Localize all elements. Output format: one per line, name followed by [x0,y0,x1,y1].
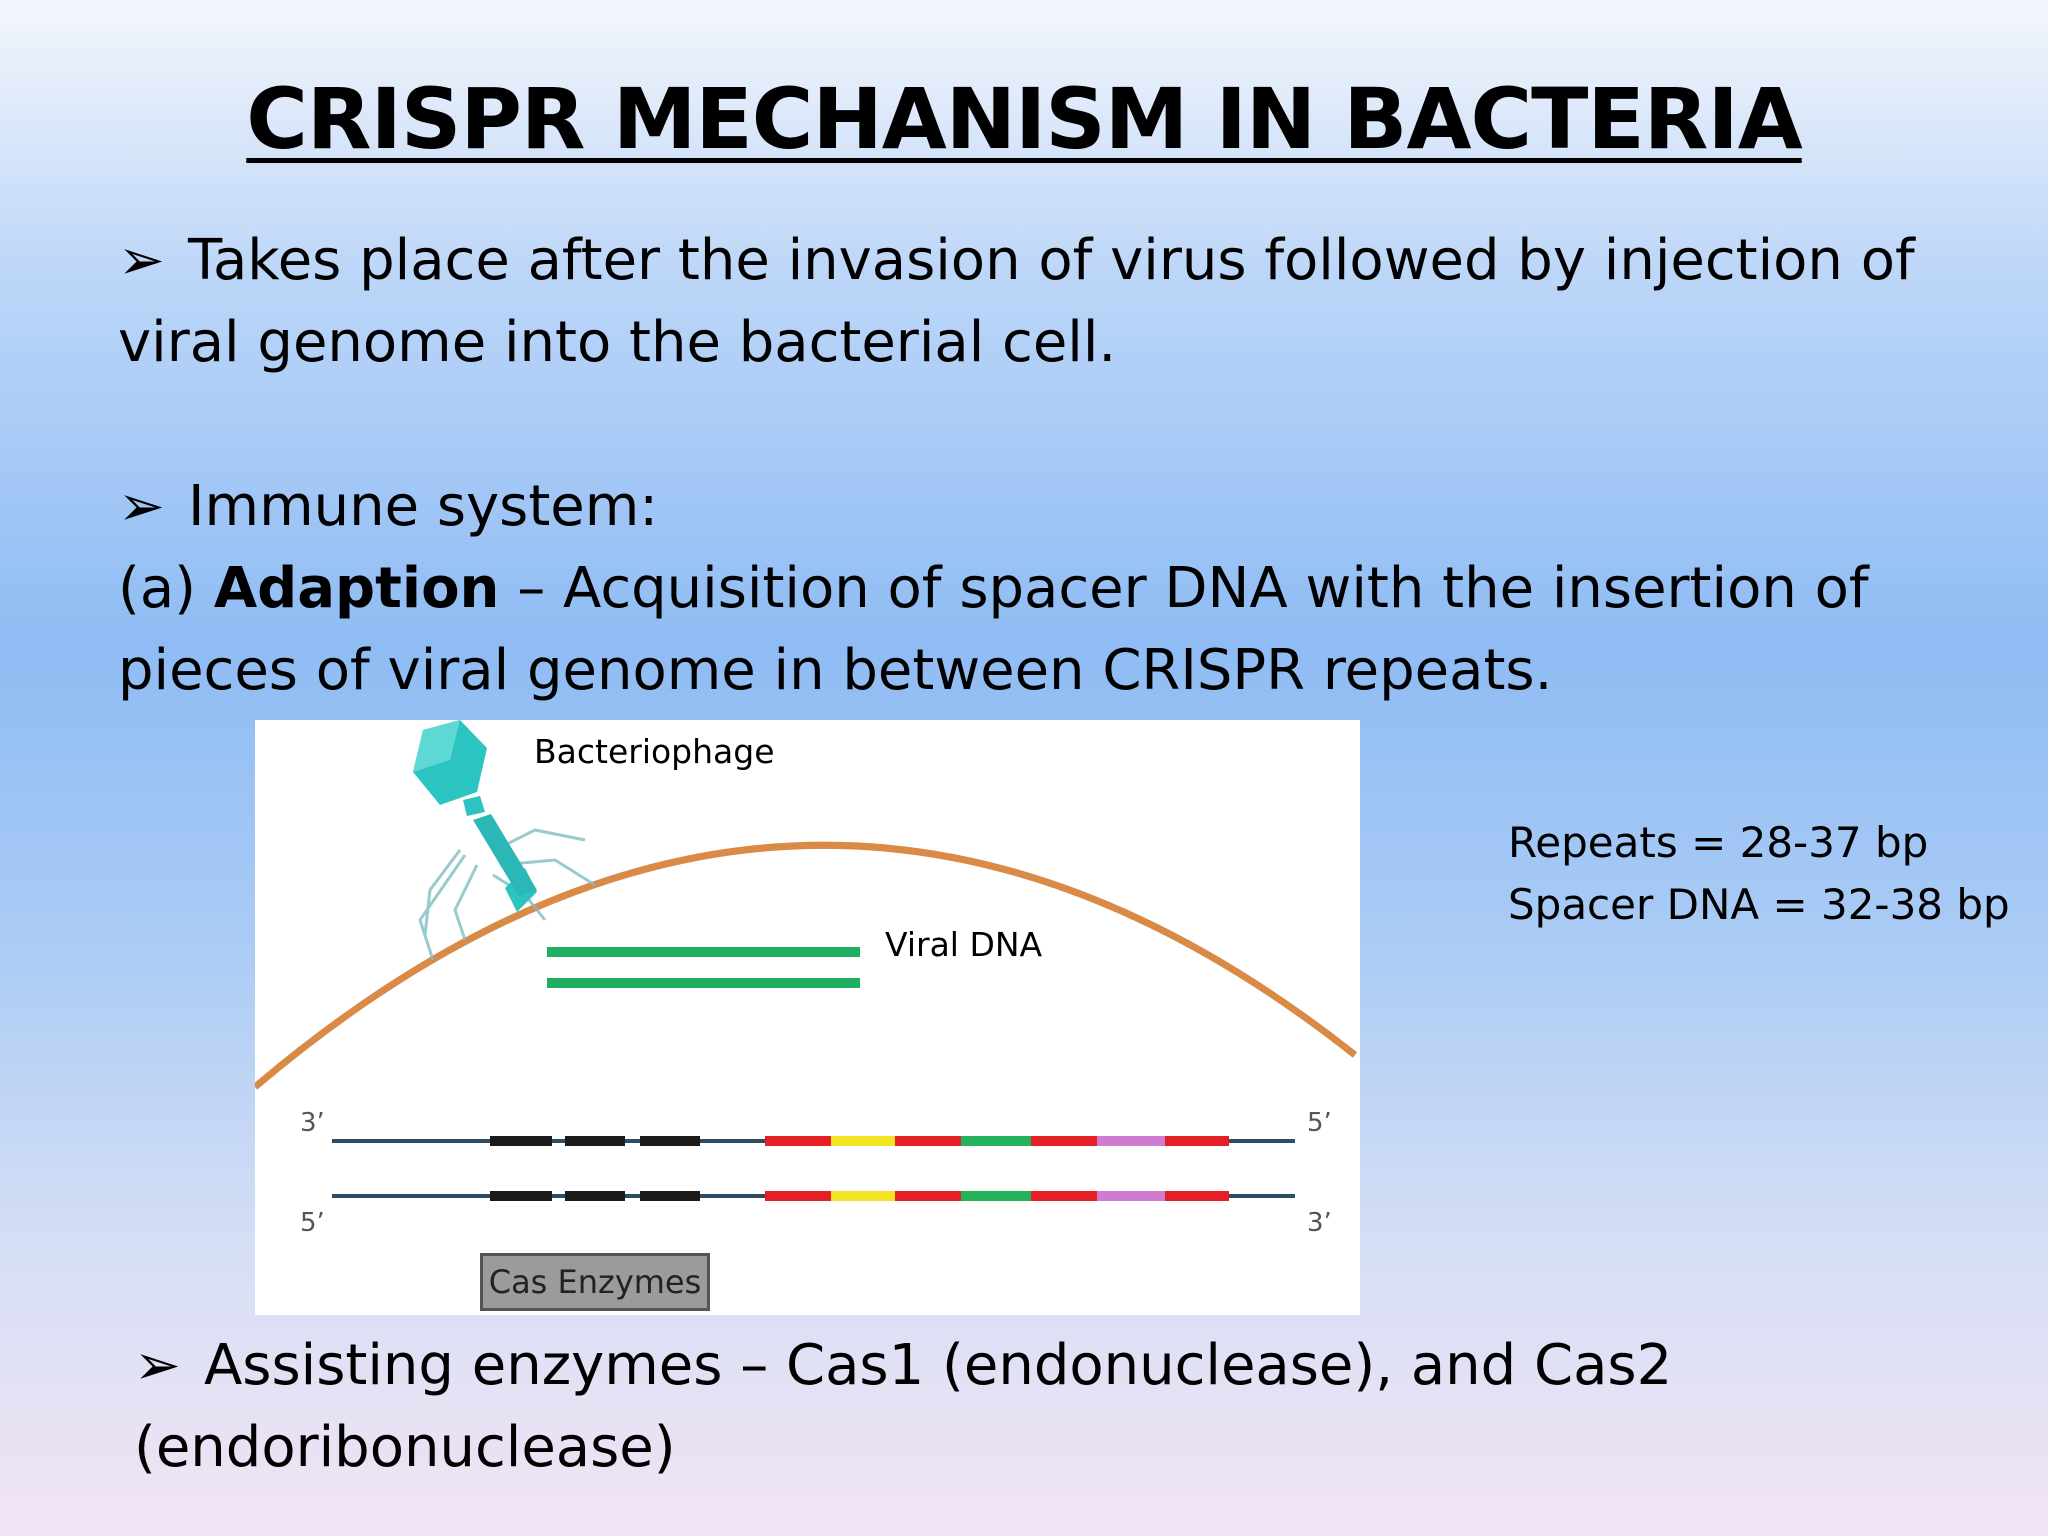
arrow-bullet-icon: ➢ [118,474,165,539]
crispr-diagram-graphic [255,720,1358,1201]
crispr-diagram: Bacteriophage Viral DNA 3’ 5’ 5’ 3’ Cas … [255,720,1360,1315]
strand-end-label: 5’ [1307,1108,1332,1138]
viral-dna-strand-bottom [547,978,860,988]
adaption-term: Adaption [213,556,500,621]
spacer-length: Spacer DNA = 32-38 bp [1508,880,2010,929]
assisting-enzymes-line2: (endoribonuclease) [134,1415,676,1480]
bacteriophage-icon [413,720,596,961]
immune-system-heading: Immune system: [188,474,659,539]
adaption-description: – Acquisition of spacer DNA with the ins… [499,556,1869,621]
bullet-immune-system: ➢ Immune system: (a) Adaption – Acquisiti… [118,466,1869,712]
viral-dna-strand-top [547,947,860,957]
bullet-invasion-line2: viral genome into the bacterial cell. [118,310,1117,375]
arrow-bullet-icon: ➢ [118,228,165,293]
length-notes: Repeats = 28-37 bp Spacer DNA = 32-38 bp [1508,812,2010,936]
repeats-length: Repeats = 28-37 bp [1508,818,1929,867]
crispr-locus-bottom [332,1191,1295,1201]
arrow-bullet-icon: ➢ [134,1333,181,1398]
strand-end-label: 3’ [300,1108,325,1138]
cas-enzymes-box: Cas Enzymes [480,1253,710,1311]
viral-dna-label: Viral DNA [885,925,1043,964]
crispr-locus-top [332,1136,1295,1146]
cell-membrane [255,841,1358,1090]
slide-title: CRISPR MECHANISM IN BACTERIA [246,70,1803,168]
adaption-description-line2: pieces of viral genome in between CRISPR… [118,638,1553,703]
bacteriophage-label: Bacteriophage [534,732,775,771]
strand-end-label: 3’ [1307,1208,1332,1238]
bullet-invasion: ➢ Takes place after the invasion of virus… [118,220,1915,384]
assisting-enzymes-line1: Assisting enzymes – Cas1 (endonuclease),… [204,1333,1673,1398]
adaption-prefix: (a) [118,556,214,621]
bullet-assisting-enzymes: ➢ Assisting enzymes – Cas1 (endonuclease)… [134,1325,1672,1489]
bullet-invasion-line1: Takes place after the invasion of virus … [188,228,1915,293]
strand-end-label: 5’ [300,1208,325,1238]
